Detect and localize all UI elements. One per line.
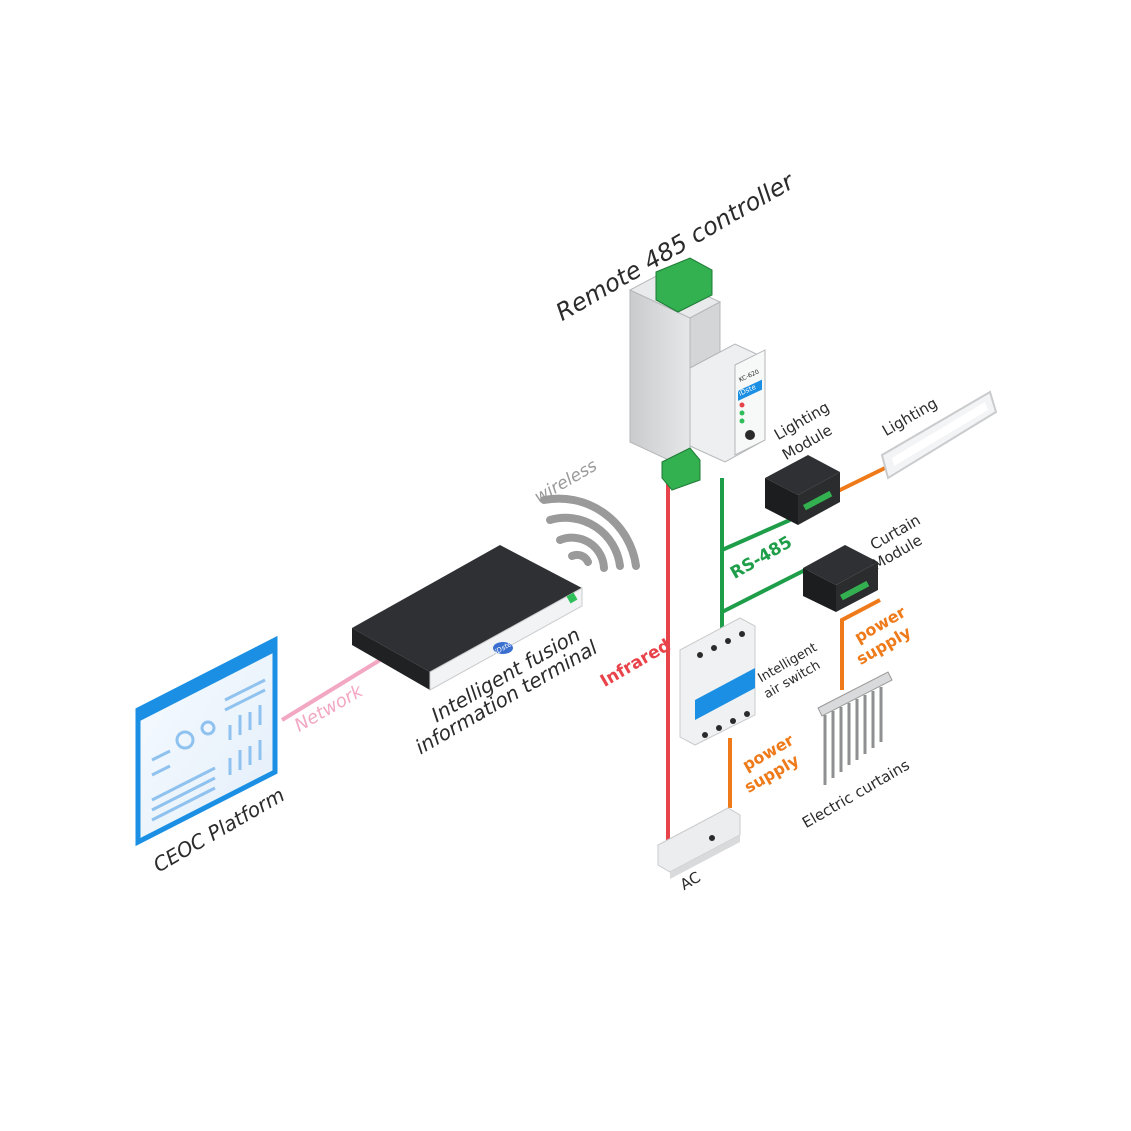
lighting-module-device [765, 455, 840, 525]
lighting-panel-device [880, 390, 998, 480]
fusion-terminal-device [352, 545, 583, 691]
remote-485-controller-device: KC-620 iDste [628, 257, 766, 491]
electric-curtains-device [817, 671, 893, 785]
ceoc-platform-panel [135, 635, 278, 847]
network-line [280, 658, 382, 722]
curtain-module-device [803, 545, 878, 612]
ac-unit-device [657, 807, 741, 879]
air-switch-device [679, 617, 756, 746]
power-lines [728, 466, 886, 808]
wireless-signal-icon [540, 494, 640, 572]
